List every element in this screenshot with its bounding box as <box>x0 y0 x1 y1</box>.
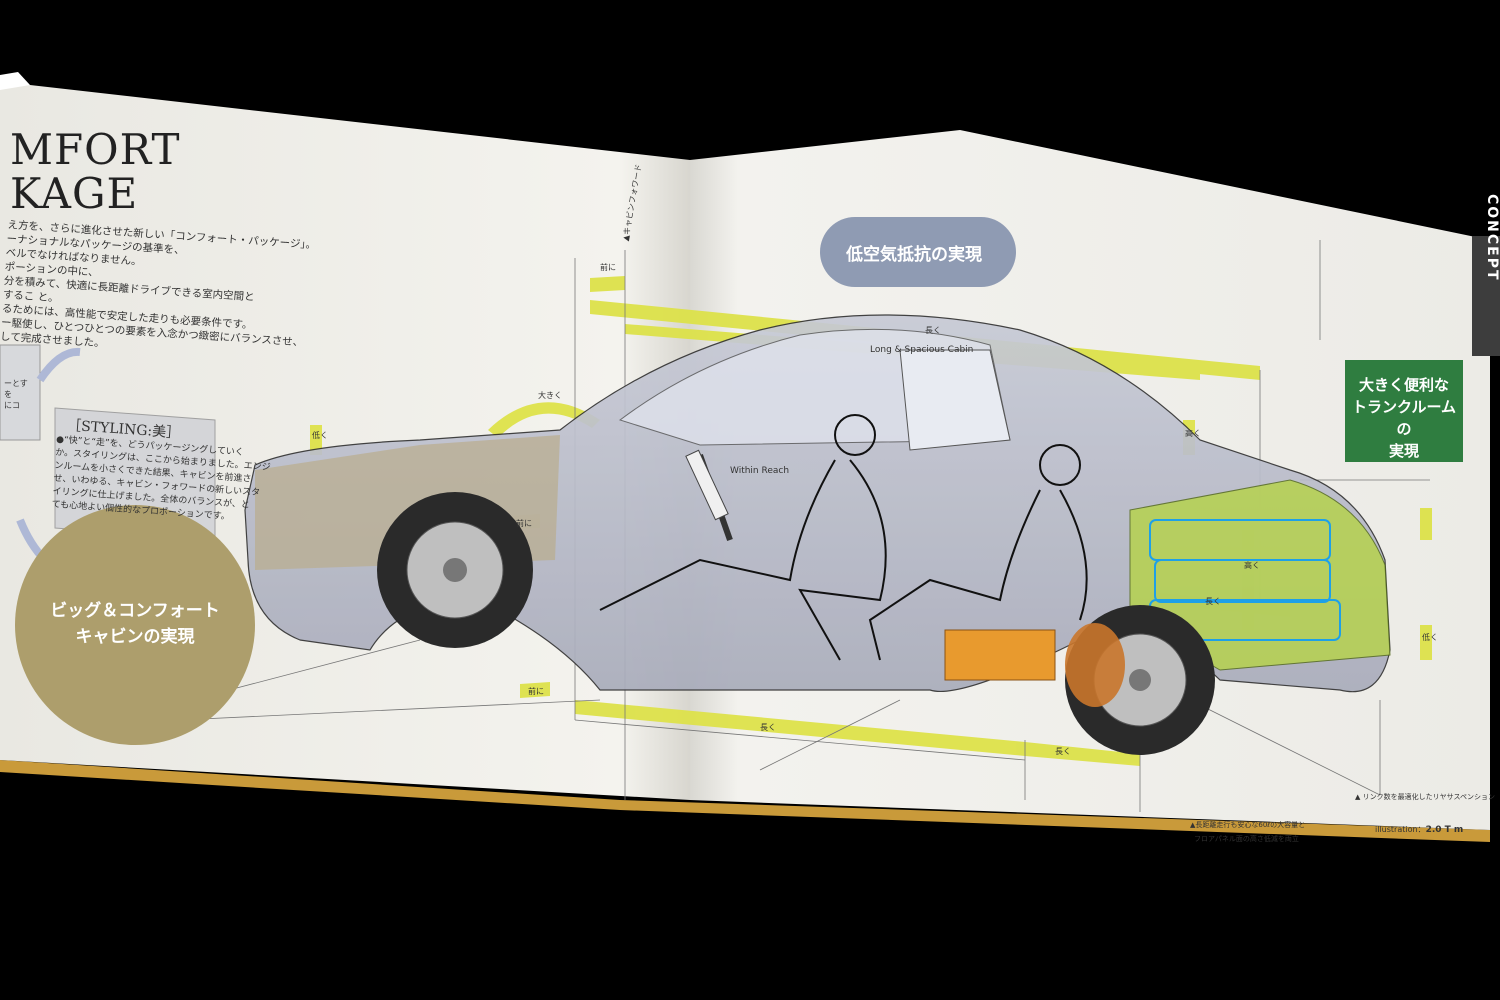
trunk-line: 実現 <box>1388 442 1419 460</box>
label-long-spacious-cabin: Long & Spacious Cabin <box>870 345 974 355</box>
concept-tab <box>1472 236 1500 356</box>
styling-box-content: ［STYLING:美］ ●“快”と“走”を、どうパッケージングしていく か。スタ… <box>51 414 273 527</box>
label-rear-suspension: ▲ リンク数を最適化したリヤサスペンション <box>1355 793 1495 801</box>
occupants <box>599 414 1088 661</box>
car-cutaway <box>244 314 1391 755</box>
label-takaku-trunk: 高く <box>1244 561 1260 570</box>
left-box-text: ーとす <box>4 379 28 388</box>
cover-edge <box>0 760 1490 842</box>
trunk-callout-box <box>1345 360 1463 462</box>
label-fuel-tank-2: フロアパネル面の高さ低減を両立 <box>1194 835 1299 843</box>
label-hikuku-rear: 低く <box>1422 633 1438 642</box>
label-nagaku: 長く <box>925 326 941 335</box>
trunk-callout-label: 大きく便利な トランクルームの 実現 <box>1345 374 1463 462</box>
label-nagaku: 長く <box>1055 747 1071 756</box>
label-within-reach: Within Reach <box>730 466 790 476</box>
label-nagaku-trunk: 長く <box>1205 597 1221 606</box>
heading-line1: MFORT <box>10 125 181 174</box>
front-wheel <box>377 492 533 648</box>
trunk-line: 大きく便利な <box>1358 376 1449 394</box>
credit-label: illustration： <box>1375 825 1426 834</box>
label-hikuku: 低く <box>312 431 328 440</box>
heading-line2: KAGE <box>10 169 139 218</box>
illustration-credit: illustration：2.0 T m <box>1375 824 1463 835</box>
label-mae-ni: 前に <box>600 263 616 272</box>
comfort-cabin-circle <box>15 505 255 745</box>
credit-name: 2.0 T m <box>1425 825 1464 835</box>
aero-pill <box>820 217 1016 287</box>
label-nagaku: 長く <box>760 723 776 732</box>
left-box-fragments: ーとす を にコ <box>4 378 28 411</box>
label-mae-ni: 前に <box>528 687 544 696</box>
trunk-line: トランクルームの <box>1351 398 1457 438</box>
left-box-text: にコ <box>4 401 20 410</box>
label-fuel-tank-1: ▲長距離走行も安心な60ℓの大容量と <box>1190 821 1306 829</box>
comfort-cabin-line: ビッグ＆コンフォート <box>50 601 220 621</box>
comfort-cabin-label: ビッグ＆コンフォート キャビンの実現 <box>40 598 230 650</box>
cycle-arrow <box>36 347 81 383</box>
comfort-cabin-line: キャビンの実現 <box>75 627 195 647</box>
left-diagram-box <box>0 344 41 441</box>
left-box-text: を <box>4 390 12 399</box>
fuel-tank <box>944 629 1056 681</box>
label-ookiku: 大きく <box>538 391 562 400</box>
concept-tab-label: CONCEPT <box>1484 194 1500 282</box>
label-mae-ni: 前に <box>516 519 532 528</box>
label-takaku: 高く <box>1185 429 1201 438</box>
aero-label: 低空気抵抗の実現 <box>846 245 982 265</box>
rear-wheel <box>1065 605 1215 755</box>
intro-paragraph: え方を、さらに進化させた新しい「コンフォート・パッケージ」。 ーナショナルなパッ… <box>0 218 317 364</box>
